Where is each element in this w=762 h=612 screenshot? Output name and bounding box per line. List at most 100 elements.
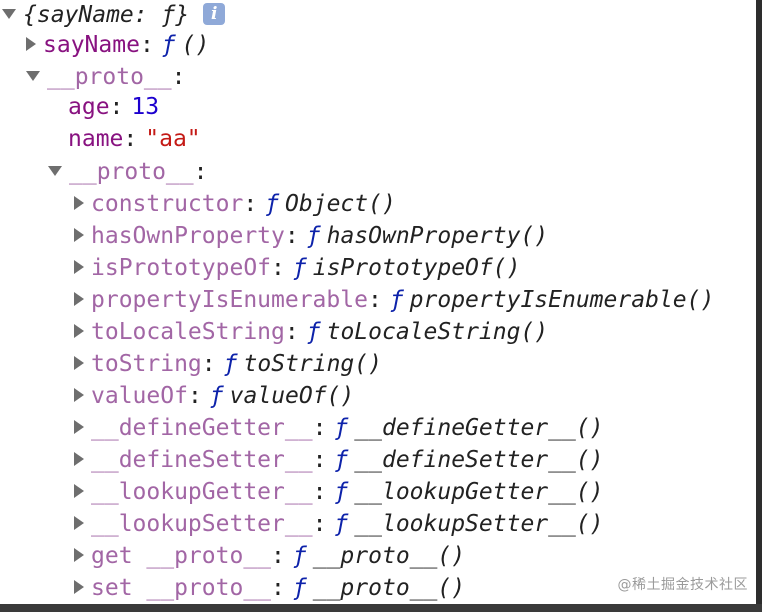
expand-arrow-icon[interactable] bbox=[74, 387, 84, 402]
function-keyword: ƒ bbox=[389, 287, 404, 313]
object-preview: {sayName: ƒ} bbox=[23, 2, 190, 28]
colon: : bbox=[109, 94, 124, 120]
property-key: __defineSetter__ bbox=[91, 447, 313, 473]
function-keyword: ƒ bbox=[223, 351, 238, 377]
property-key: constructor bbox=[91, 191, 244, 217]
property-key: age bbox=[68, 94, 110, 120]
expand-arrow-icon[interactable] bbox=[74, 195, 84, 210]
function-signature: __proto__() bbox=[312, 575, 466, 601]
expand-arrow-icon[interactable] bbox=[74, 515, 84, 530]
function-keyword: ƒ bbox=[292, 543, 307, 569]
function-signature: valueOf() bbox=[229, 383, 355, 409]
function-signature: toString() bbox=[243, 351, 382, 377]
property-key: __proto__ bbox=[69, 159, 194, 185]
expand-arrow-icon[interactable] bbox=[26, 36, 36, 51]
colon: : bbox=[312, 415, 327, 441]
property-key: __defineGetter__ bbox=[91, 415, 313, 441]
colon: : bbox=[243, 191, 258, 217]
expand-arrow-icon[interactable] bbox=[74, 451, 84, 466]
expand-arrow-icon[interactable] bbox=[74, 547, 84, 562]
function-keyword: ƒ bbox=[334, 447, 349, 473]
expand-arrow-icon[interactable] bbox=[74, 483, 84, 498]
expand-arrow-icon[interactable] bbox=[74, 291, 84, 306]
accessor-row-set-proto[interactable]: set __proto__: ƒ__proto__() bbox=[74, 573, 465, 603]
property-key: __lookupSetter__ bbox=[91, 511, 313, 537]
colon: : bbox=[187, 383, 202, 409]
colon: : bbox=[193, 159, 208, 185]
panel-bottom-border bbox=[0, 604, 762, 612]
expand-arrow-icon[interactable] bbox=[74, 355, 84, 370]
expand-arrow-icon[interactable] bbox=[74, 579, 84, 594]
property-key: isPrototypeOf bbox=[91, 255, 272, 281]
function-keyword: ƒ bbox=[306, 223, 321, 249]
function-keyword: ƒ bbox=[306, 319, 321, 345]
colon: : bbox=[284, 319, 299, 345]
function-signature: __lookupGetter__() bbox=[354, 479, 604, 505]
function-signature: hasOwnProperty() bbox=[326, 223, 549, 249]
property-key: __proto__ bbox=[47, 64, 172, 90]
function-signature: __proto__() bbox=[312, 543, 466, 569]
colon: : bbox=[284, 223, 299, 249]
collapse-arrow-icon[interactable] bbox=[48, 165, 62, 176]
property-key: name bbox=[68, 126, 124, 152]
colon: : bbox=[312, 479, 327, 505]
method-row-lookupSetter[interactable]: __lookupSetter__: ƒ__lookupSetter__() bbox=[74, 509, 604, 539]
function-keyword: ƒ bbox=[161, 32, 176, 58]
function-signature: __defineGetter__() bbox=[354, 415, 604, 441]
property-key: hasOwnProperty bbox=[91, 223, 285, 249]
property-row-name: name: "aa" bbox=[68, 124, 201, 154]
colon: : bbox=[271, 255, 285, 281]
collapse-arrow-icon[interactable] bbox=[26, 70, 40, 81]
function-keyword: ƒ bbox=[334, 511, 349, 537]
colon: : bbox=[312, 511, 327, 537]
property-key: set __proto__ bbox=[91, 575, 272, 601]
panel-right-border bbox=[756, 0, 762, 604]
watermark: @稀土掘金技术社区 bbox=[617, 577, 748, 593]
expand-arrow-icon[interactable] bbox=[74, 419, 84, 434]
property-key: propertyIsEnumerable bbox=[91, 287, 368, 313]
property-key: sayName bbox=[43, 32, 140, 58]
function-signature: propertyIsEnumerable() bbox=[409, 287, 715, 313]
function-keyword: ƒ bbox=[265, 191, 280, 217]
accessor-row-get-proto[interactable]: get __proto__:ƒ__proto__() bbox=[74, 541, 465, 571]
function-signature: __lookupSetter__() bbox=[354, 511, 604, 537]
method-row-lookupGetter[interactable]: __lookupGetter__: ƒ__lookupGetter__() bbox=[74, 477, 604, 507]
function-keyword: ƒ bbox=[334, 415, 349, 441]
function-keyword: ƒ bbox=[209, 383, 224, 409]
property-key: valueOf bbox=[91, 383, 188, 409]
property-key: __lookupGetter__ bbox=[91, 479, 313, 505]
function-signature: isPrototypeOf() bbox=[312, 255, 521, 281]
colon: : bbox=[312, 447, 327, 473]
proto-row-level1[interactable]: __proto__: bbox=[26, 62, 185, 92]
method-row-defineGetter[interactable]: __defineGetter__: ƒ__defineGetter__() bbox=[74, 413, 604, 443]
property-key: toLocaleString bbox=[91, 319, 285, 345]
info-icon[interactable]: i bbox=[203, 2, 226, 25]
property-key: toString bbox=[91, 351, 202, 377]
expand-arrow-icon[interactable] bbox=[2, 8, 16, 19]
expand-arrow-icon[interactable] bbox=[74, 259, 84, 274]
colon: : bbox=[201, 351, 216, 377]
colon: : bbox=[271, 575, 285, 601]
function-keyword: ƒ bbox=[334, 479, 349, 505]
property-key: get __proto__ bbox=[91, 543, 272, 569]
expand-arrow-icon[interactable] bbox=[74, 227, 84, 242]
proto-row-level2[interactable]: __proto__: bbox=[48, 157, 207, 187]
colon: : bbox=[123, 126, 138, 152]
expand-arrow-icon[interactable] bbox=[74, 323, 84, 338]
colon: : bbox=[171, 64, 186, 90]
property-row-sayName[interactable]: sayName:ƒ() bbox=[26, 30, 209, 60]
function-signature: Object() bbox=[285, 191, 396, 217]
number-value: 13 bbox=[131, 94, 160, 120]
method-row-defineSetter[interactable]: __defineSetter__:ƒ__defineSetter__() bbox=[74, 445, 604, 475]
string-value: "aa" bbox=[145, 126, 201, 152]
object-header-row[interactable]: {sayName: ƒ} i bbox=[2, 0, 226, 30]
function-signature: toLocaleString() bbox=[326, 319, 549, 345]
function-keyword: ƒ bbox=[292, 575, 307, 601]
